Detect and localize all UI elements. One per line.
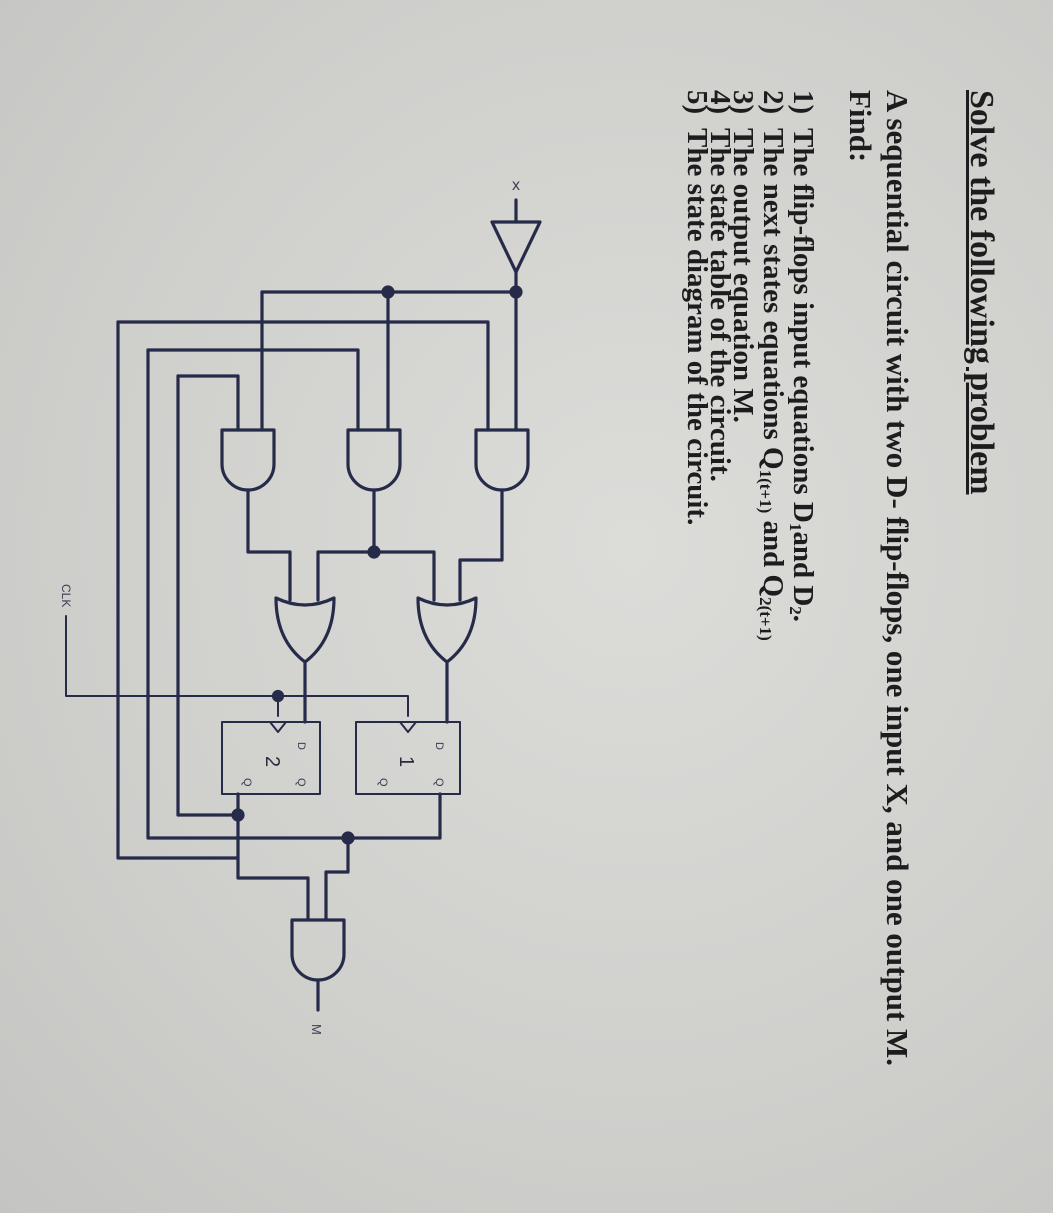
junction-dot — [271, 689, 285, 703]
wire-feedback-outer-lower — [116, 320, 240, 860]
and-gate-3 — [220, 428, 276, 492]
junction-dot — [231, 808, 245, 822]
ff2-qbar-label: Q — [241, 778, 253, 787]
wire-and3-to-or2 — [246, 488, 292, 602]
ff2-number: 2 — [261, 756, 283, 767]
ff1-q-label: Q — [433, 778, 445, 787]
wire-feedback-q2 — [176, 374, 240, 432]
ff1-qbar-label: Q — [377, 778, 389, 787]
junction-dot — [509, 285, 523, 299]
wire-feedback-outer — [116, 320, 490, 432]
wire-and2-to-or2 — [316, 550, 376, 602]
wire-and1-to-or1 — [458, 488, 504, 602]
wire-and2-to-or1 — [372, 550, 436, 602]
wire-clock — [65, 615, 409, 717]
buffer-gate — [490, 220, 542, 274]
and-gate-2 — [346, 428, 402, 492]
or-gate-1 — [416, 596, 478, 664]
wire-q1-out — [346, 792, 442, 840]
output-m-label: M — [309, 1024, 324, 1035]
wire-feedback-q1-lower — [146, 348, 350, 840]
junction-dot — [341, 831, 355, 845]
wire-q2-to-and-m — [236, 813, 310, 922]
wire-feedback-q1 — [146, 348, 360, 432]
and-gate-output — [290, 918, 346, 982]
or-gate-2 — [274, 596, 336, 664]
junction-dot — [367, 545, 381, 559]
ff2-q-label: Q — [295, 778, 307, 787]
ff1-clock-triangle — [399, 721, 417, 733]
wire-q1-to-and-m — [324, 836, 350, 922]
ff2-clock-triangle — [269, 721, 287, 733]
ff2-d-label: D — [295, 742, 307, 750]
ff1-number: 1 — [395, 756, 417, 767]
junction-dot — [381, 285, 395, 299]
clock-label: CLK — [59, 584, 73, 607]
input-x-label: x — [512, 177, 520, 194]
flip-flop-1 — [355, 721, 461, 795]
and-gate-1 — [474, 428, 530, 492]
wire-feedback-q2-lower — [176, 374, 240, 817]
ff1-d-label: D — [433, 742, 445, 750]
